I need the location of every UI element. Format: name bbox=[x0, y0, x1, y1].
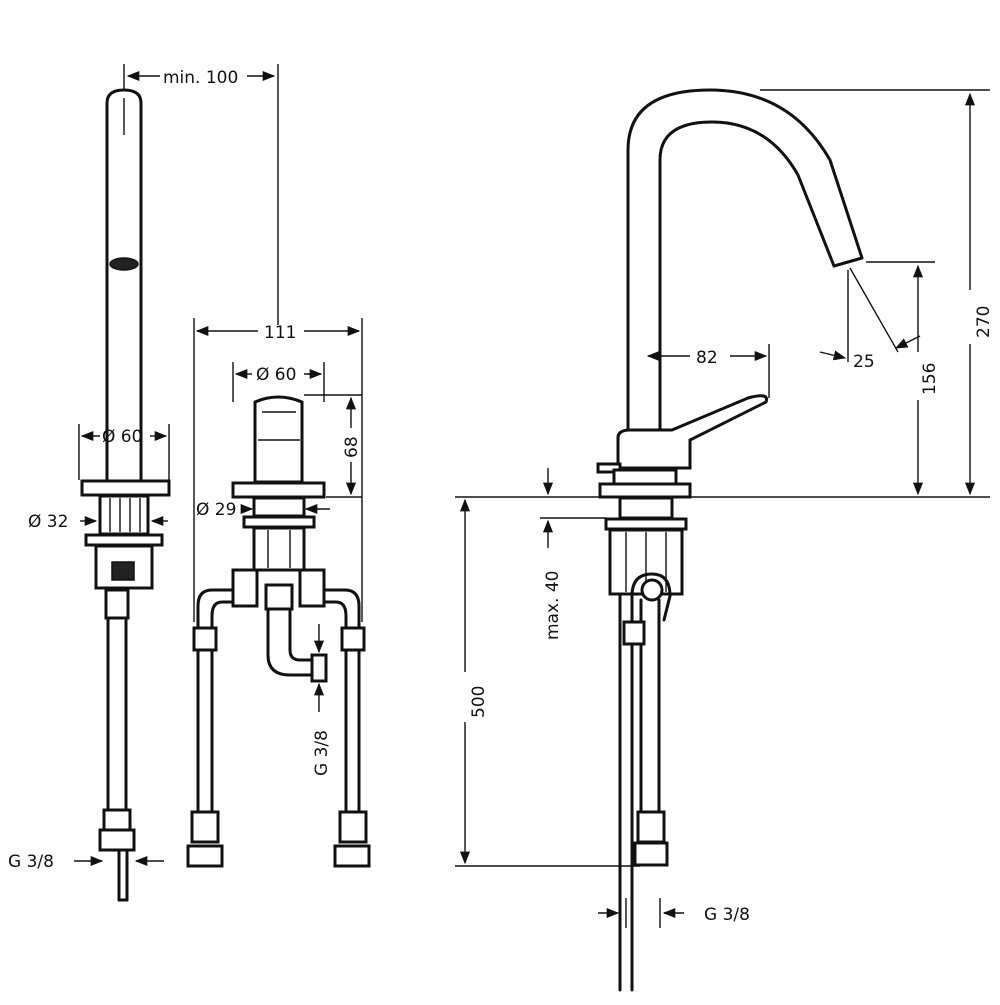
dim-500: 500 bbox=[469, 686, 489, 718]
dim-d32: Ø 32 bbox=[28, 512, 68, 532]
dim-min-100: min. 100 bbox=[163, 68, 238, 88]
dim-max-40: max. 40 bbox=[543, 571, 563, 640]
dim-270: 270 bbox=[974, 306, 994, 338]
dim-68: 68 bbox=[342, 436, 362, 458]
front-view: 111 Ø 60 68 Ø 29 G 3/8 bbox=[186, 318, 371, 868]
dim-d60-front: Ø 60 bbox=[256, 365, 296, 385]
dim-111: 111 bbox=[264, 323, 296, 343]
side-view: min. 100 Ø 60 Ø 32 G 3/8 bbox=[8, 64, 279, 902]
dim-d29: Ø 29 bbox=[196, 500, 236, 520]
dim-25: 25 bbox=[853, 352, 875, 372]
dim-g38-right: G 3/8 bbox=[704, 905, 750, 925]
elevation-view: 82 25 156 270 max. 40 500 G 3/8 bbox=[455, 88, 994, 992]
dim-g38-left: G 3/8 bbox=[8, 852, 54, 872]
dim-d60-side: Ø 60 bbox=[102, 427, 142, 447]
dim-156: 156 bbox=[920, 363, 940, 395]
dim-82: 82 bbox=[696, 348, 718, 368]
dim-g38-mid: G 3/8 bbox=[312, 730, 332, 776]
